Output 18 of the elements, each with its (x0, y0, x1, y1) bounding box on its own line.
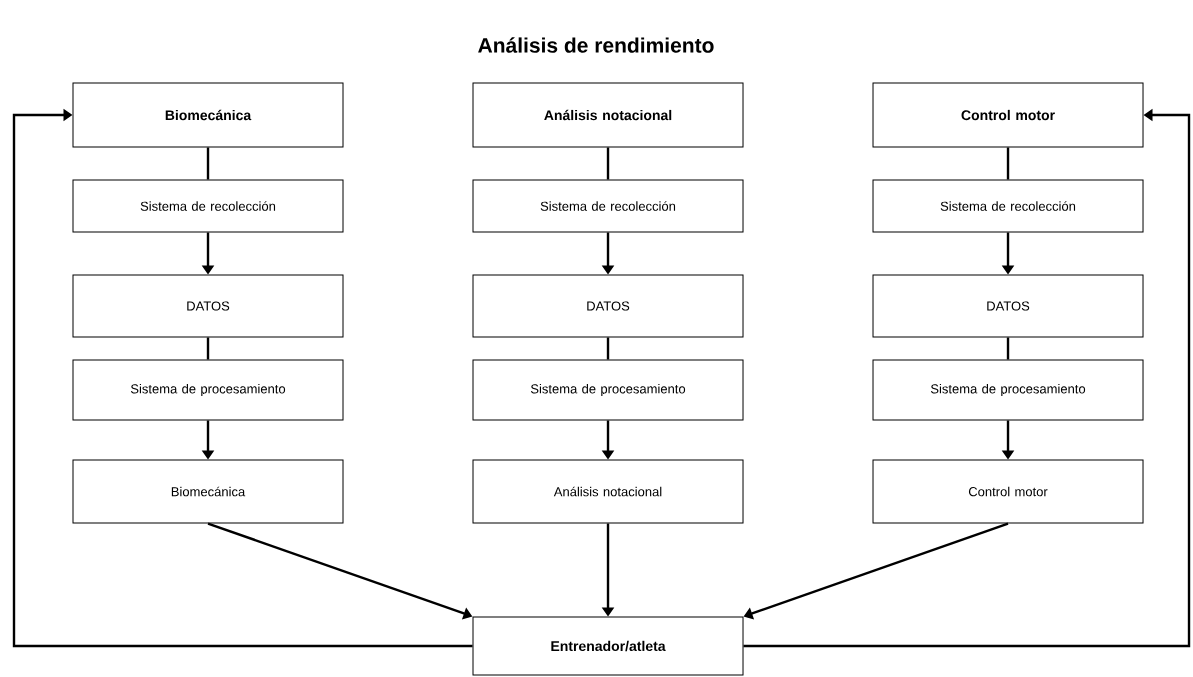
heading-box: Biomecánica (72, 82, 344, 148)
process-box: Sistema de procesamiento (872, 359, 1144, 421)
heading-box: Entrenador/atleta (472, 616, 744, 676)
process-box: Análisis notacional (472, 459, 744, 524)
heading-box: Control motor (872, 82, 1144, 148)
title: Análisis de rendimiento (478, 37, 714, 53)
arrow (12, 108, 473, 648)
process-box: Sistema de procesamiento (472, 359, 744, 421)
process-box: Control motor (872, 459, 1144, 524)
heading-box: Análisis notacional (472, 82, 744, 148)
process-box: Sistema de procesamiento (72, 359, 344, 421)
process-box: DATOS (472, 274, 744, 338)
process-box: Sistema de recolección (872, 179, 1144, 233)
process-box: Sistema de recolección (72, 179, 344, 233)
process-box: Biomecánica (72, 459, 344, 524)
process-box: DATOS (872, 274, 1144, 338)
process-box: Sistema de recolección (472, 179, 744, 233)
process-box: DATOS (72, 274, 344, 338)
